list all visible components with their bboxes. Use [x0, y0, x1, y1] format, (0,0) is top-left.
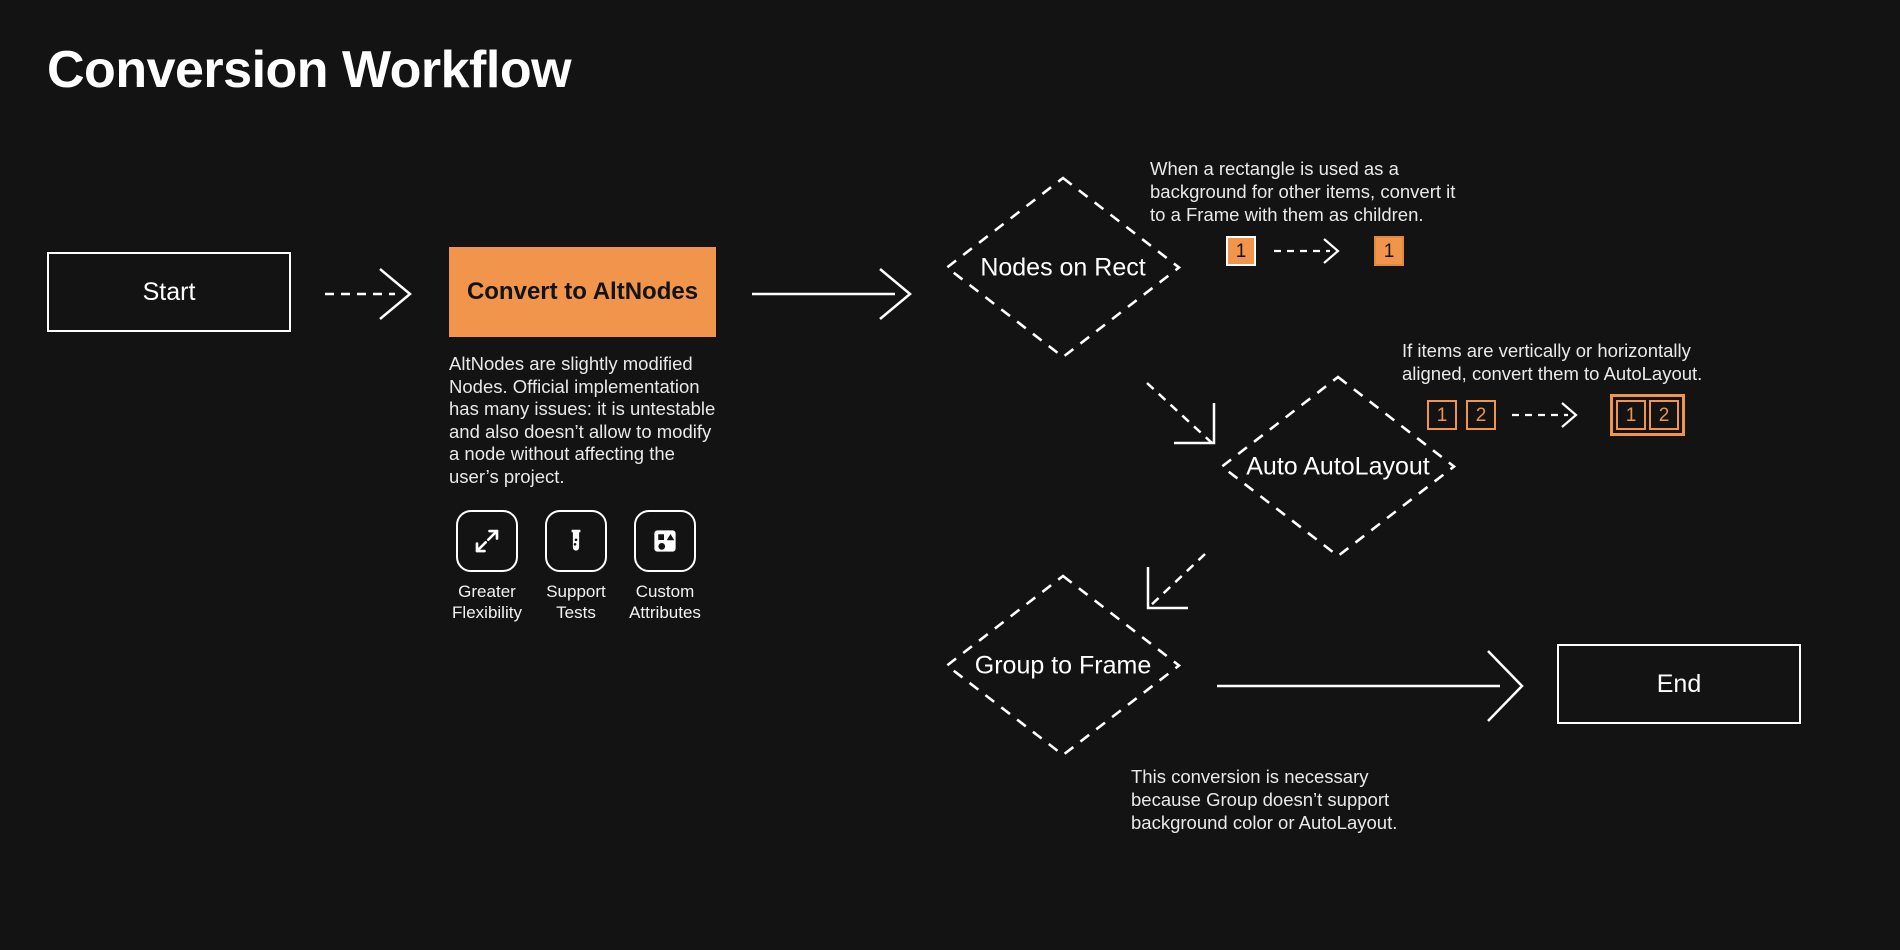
badge-after-2: 2	[1649, 400, 1679, 430]
connector-nodesonrect-to-autolayout	[1146, 382, 1216, 445]
badge-before-1: 1	[1226, 236, 1256, 266]
annotation-auto-autolayout-badges: 1 2 1 2	[1427, 394, 1685, 436]
node-nodes-on-rect-label: Nodes on Rect	[980, 253, 1146, 281]
connector-grouptoframe-to-end	[1217, 650, 1524, 722]
feature-label: Custom Attributes	[629, 582, 701, 623]
connector-convert-to-nodesonrect	[752, 268, 912, 320]
annotation-nodes-on-rect-badges: 1 1	[1226, 236, 1404, 266]
badge-before-1: 1	[1427, 400, 1457, 430]
feature-label: Support Tests	[546, 582, 606, 623]
node-auto-autolayout-label: Auto AutoLayout	[1246, 452, 1430, 480]
page-title: Conversion Workflow	[47, 41, 572, 99]
convert-description: AltNodes are slightly modified Nodes. Of…	[449, 353, 716, 487]
node-nodes-on-rect[interactable]: Nodes on Rect	[944, 176, 1182, 359]
feature-custom-attributes[interactable]: Custom Attributes	[629, 510, 701, 624]
diamond-outline	[944, 574, 1182, 757]
node-convert-to-altnodes[interactable]: Convert to AltNodes	[449, 247, 716, 337]
badge-after-group: 1 2	[1610, 394, 1685, 436]
expand-arrows-icon	[456, 510, 518, 572]
feature-label: Greater Flexibility	[452, 582, 522, 623]
badge-before-2: 2	[1466, 400, 1496, 430]
badge-after-1: 1	[1616, 400, 1646, 430]
feature-greater-flexibility[interactable]: Greater Flexibility	[452, 510, 522, 624]
annotation-group-to-frame: This conversion is necessary because Gro…	[1131, 766, 1398, 833]
badge-transform-arrow	[1274, 238, 1340, 264]
node-group-to-frame[interactable]: Group to Frame	[944, 574, 1182, 757]
diamond-outline	[1219, 375, 1457, 558]
shapes-icon	[634, 510, 696, 572]
test-tube-icon	[545, 510, 607, 572]
badge-after-1: 1	[1374, 236, 1404, 266]
diamond-outline	[944, 176, 1182, 359]
node-start[interactable]: Start	[47, 252, 291, 332]
node-start-label: Start	[142, 277, 196, 306]
connector-start-to-convert	[325, 268, 412, 320]
node-end[interactable]: End	[1557, 644, 1801, 724]
annotation-nodes-on-rect: When a rectangle is used as a background…	[1150, 158, 1456, 225]
node-group-to-frame-label: Group to Frame	[974, 651, 1152, 679]
node-auto-autolayout[interactable]: Auto AutoLayout	[1219, 375, 1457, 558]
node-convert-label: Convert to AltNodes	[466, 278, 699, 305]
annotation-auto-autolayout: If items are vertically or horizontally …	[1402, 340, 1703, 384]
feature-support-tests[interactable]: Support Tests	[541, 510, 611, 624]
node-end-label: End	[1656, 669, 1702, 698]
badge-transform-arrow	[1512, 402, 1578, 428]
feature-list: Greater Flexibility Support Tests	[452, 510, 701, 624]
